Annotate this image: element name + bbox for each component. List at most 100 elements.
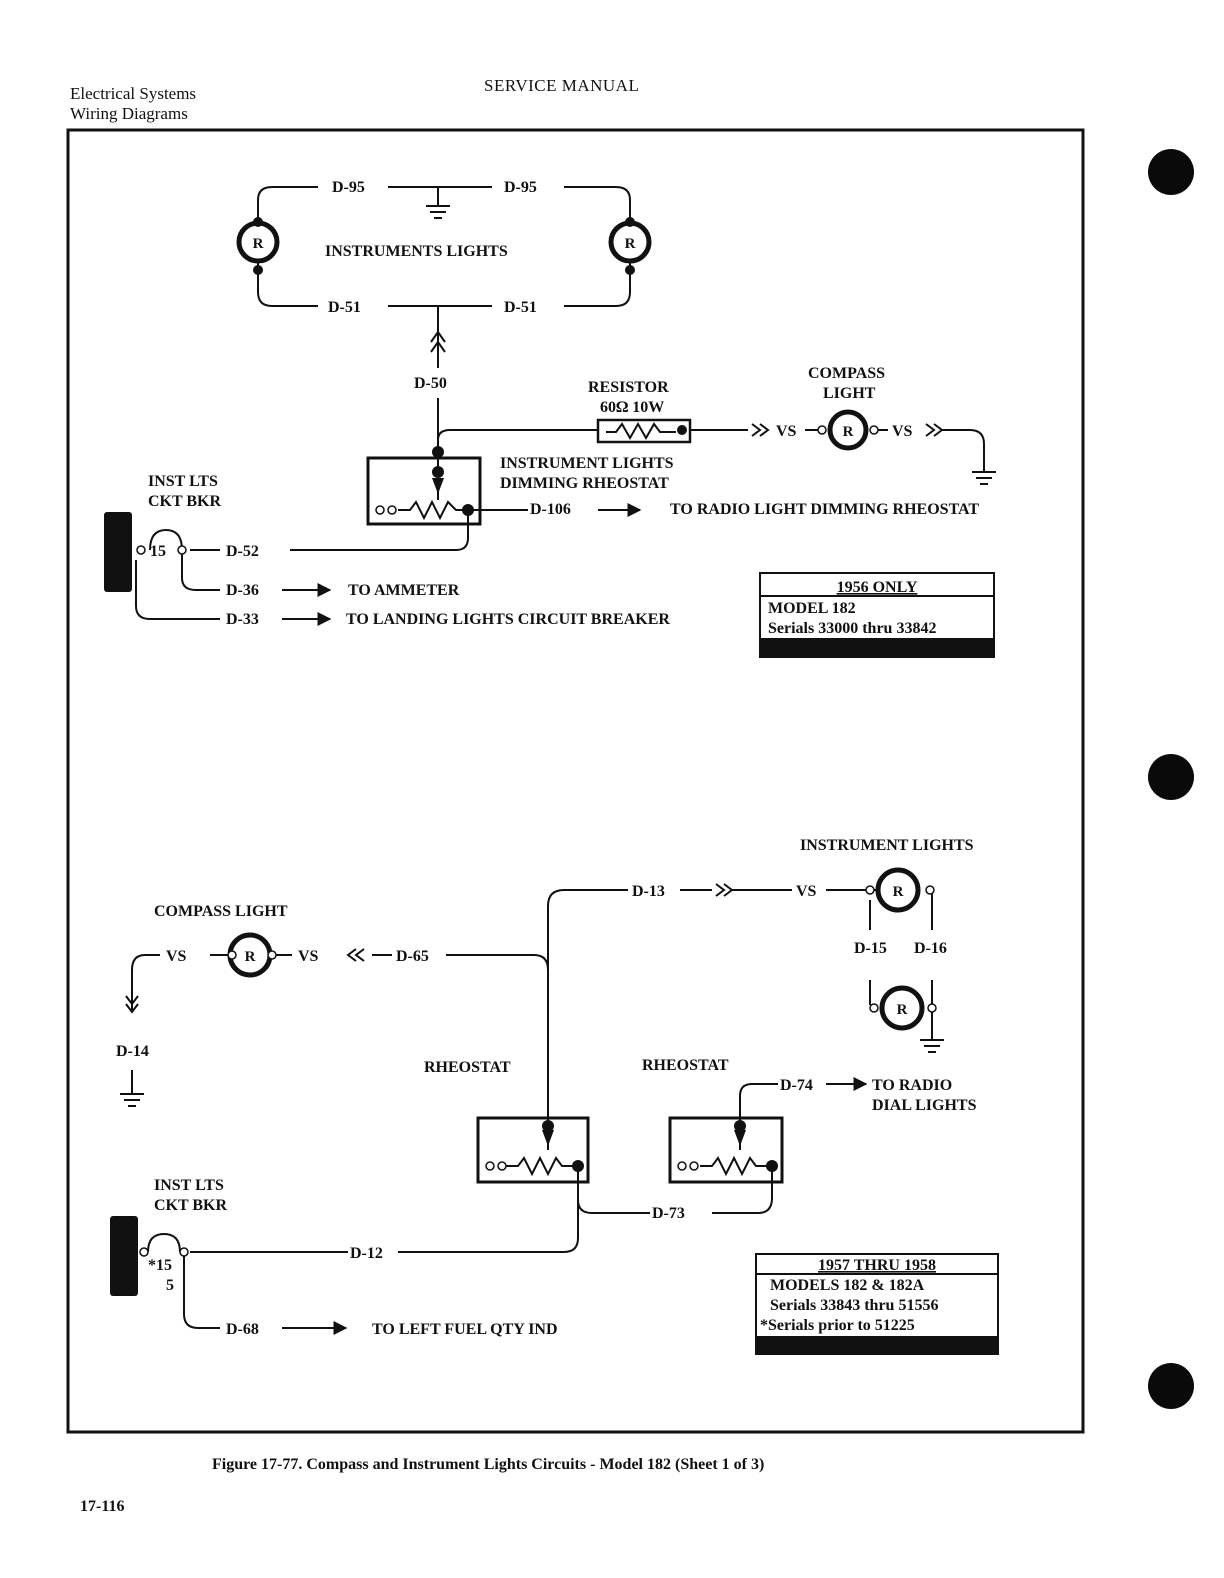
binder-hole-middle [1148, 754, 1194, 800]
connector-d50 [430, 330, 446, 353]
label-d50: D-50 [414, 375, 447, 392]
section-title: Electrical Systems [70, 84, 197, 103]
effectivity-bottom-serials: Serials 33843 thru 51556 [770, 1297, 938, 1314]
label-compass-1: COMPASS [808, 365, 885, 382]
wire-d95-left [257, 186, 318, 220]
effectivity-bottom-title: 1957 THRU 1958 [818, 1257, 936, 1274]
effectivity-top-model: MODEL 182 [768, 600, 856, 617]
effectivity-top-serials: Serials 33000 thru 33842 [768, 620, 936, 637]
inst-lamp-ring-lower [879, 985, 925, 1031]
label-d15: D-15 [854, 940, 887, 957]
label-cb-rating: 15 [150, 543, 166, 560]
wires-d15-d16-bottom [869, 980, 933, 1005]
label-cb-2: CKT BKR [148, 493, 222, 510]
label-d74: D-74 [780, 1077, 813, 1094]
manual-title: SERVICE MANUAL [484, 76, 640, 95]
effectivity-bottom-serials-prior: *Serials prior to 51225 [760, 1317, 915, 1334]
wire-d52-right [290, 510, 469, 551]
breaker-connector-bottom [110, 1216, 138, 1296]
wire-d65-right [446, 954, 549, 971]
label-vs-left: VS [776, 423, 797, 440]
lamp-letter: R [893, 884, 904, 900]
label-resistor-rating: 60Ω 10W [600, 399, 664, 416]
label-rheostat-2: DIMMING RHEOSTAT [500, 475, 669, 492]
label-resistor: RESISTOR [588, 379, 669, 396]
connector-compass-out [925, 423, 944, 437]
label-d52: D-52 [226, 543, 259, 560]
label-d65: D-65 [396, 948, 429, 965]
label-to-radio-1: TO RADIO [872, 1077, 952, 1094]
page-number: 17-116 [80, 1498, 125, 1515]
rheostat-box-right [668, 1116, 784, 1184]
wire-d13-left [547, 889, 628, 1118]
label-rheostat-right: RHEOSTAT [642, 1057, 729, 1074]
label-cb-rating-a: *15 [148, 1257, 172, 1274]
wire-compass-ground [942, 429, 985, 472]
label-cb-bottom-2: CKT BKR [154, 1197, 228, 1214]
rheostat-zigzag-left [506, 1155, 578, 1177]
label-d14: D-14 [116, 1043, 149, 1060]
wire-d74-left [739, 1083, 778, 1150]
label-cb-bottom-1: INST LTS [154, 1177, 224, 1194]
binder-hole-top [1148, 149, 1194, 195]
wire-d51-left [257, 262, 318, 307]
label-vs-d13: VS [796, 883, 817, 900]
label-cb-1: INST LTS [148, 473, 218, 490]
rheostat-box-left [476, 1116, 590, 1184]
label-d68: D-68 [226, 1321, 259, 1338]
lamp-letter: R [253, 236, 264, 252]
effectivity-box-bottom: 1957 THRU 1958 MODELS 182 & 182A Serials… [755, 1253, 999, 1355]
ground-symbol-d14 [120, 1093, 144, 1107]
label-d12: D-12 [350, 1245, 383, 1262]
label-d36: D-36 [226, 582, 259, 599]
lamp-letter: R [625, 236, 636, 252]
inst-lamp-ring-upper [875, 867, 921, 913]
label-to-ammeter: TO AMMETER [348, 582, 460, 599]
lamp-letter: R [843, 424, 854, 440]
effectivity-bottom-models: MODELS 182 & 182A [770, 1277, 925, 1294]
wires-d15-d16-top [869, 894, 933, 930]
breaker-connector-top [104, 512, 132, 592]
effectivity-top-title: 1956 ONLY [837, 579, 918, 596]
binder-hole-bottom [1148, 1363, 1194, 1409]
label-d95-right: D-95 [504, 179, 537, 196]
label-to-fuel: TO LEFT FUEL QTY IND [372, 1321, 558, 1338]
diagram-frame [66, 128, 1085, 1434]
breaker-arc-bottom [147, 1232, 181, 1253]
label-d95-left: D-95 [332, 179, 365, 196]
ground-symbol-compass [972, 471, 996, 485]
breaker-arc-top [149, 528, 183, 551]
connector-resistor-out [751, 423, 770, 437]
wire-to-resistor [437, 429, 598, 441]
wire-d95-right [564, 186, 631, 220]
label-vs-compass-right: VS [298, 948, 319, 965]
wire-d12-right [398, 1200, 579, 1253]
label-cb-rating-b: 5 [166, 1277, 174, 1294]
compass-lamp-ring-top [827, 409, 869, 451]
connector-d14 [125, 995, 139, 1014]
label-rheostat-1: INSTRUMENT LIGHTS [500, 455, 674, 472]
label-d33: D-33 [226, 611, 259, 628]
label-compass-light: COMPASS LIGHT [154, 903, 288, 920]
label-rheostat-left: RHEOSTAT [424, 1059, 511, 1076]
rheostat-zigzag-top [398, 499, 468, 521]
label-instruments-lights: INSTRUMENTS LIGHTS [325, 243, 508, 260]
label-vs-compass-left: VS [166, 948, 187, 965]
lamp-letter: R [245, 949, 256, 965]
label-d13: D-13 [632, 883, 665, 900]
label-d51-right: D-51 [504, 299, 537, 316]
connector-d65 [346, 948, 365, 962]
ground-symbol-top [426, 205, 450, 219]
resistor-zigzag [606, 421, 676, 441]
label-d106: D-106 [530, 501, 571, 518]
wire-d33-left [135, 560, 220, 620]
wire-d36-left [181, 550, 220, 591]
label-d51-left: D-51 [328, 299, 361, 316]
label-d73: D-73 [652, 1205, 685, 1222]
wire-d73-right [712, 1166, 773, 1214]
connector-d13 [715, 883, 734, 897]
wire-d51-right [564, 262, 631, 307]
wire-to-d14 [131, 954, 160, 1010]
effectivity-box-top: 1956 ONLY MODEL 182 Serials 33000 thru 3… [759, 572, 995, 658]
